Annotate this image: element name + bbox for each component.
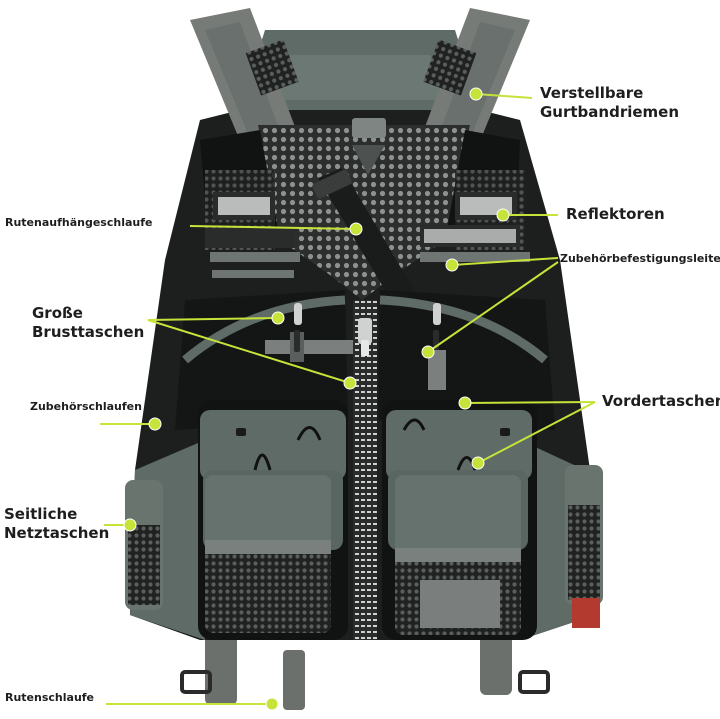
left-chest-panel xyxy=(175,290,348,430)
label-adjustable-straps: Verstellbare Gurtbandriemen xyxy=(540,84,680,121)
cross-strap xyxy=(318,168,420,312)
callout-lines xyxy=(100,93,596,705)
label-accessory-loops: Zubehörschlaufen xyxy=(30,400,142,413)
pocket-patch xyxy=(420,580,500,628)
callout-dots xyxy=(123,87,510,711)
accessory-ladders xyxy=(210,252,530,278)
label-accessory-ladders: Zubehörbefestigungsleitern xyxy=(560,252,720,265)
label-reflectors: Reflektoren xyxy=(566,205,665,223)
center-zipper xyxy=(353,300,377,640)
front-pockets xyxy=(198,400,537,640)
label-rod-hanging-loop: Rutenaufhängeschlaufe xyxy=(5,216,153,229)
label-rod-loop: Rutenschlaufe xyxy=(5,691,95,704)
right-chest-panel xyxy=(378,290,555,430)
label-front-pockets: Vordertaschen xyxy=(602,392,720,410)
label-chest-pockets: Große Brusttaschen xyxy=(32,304,145,341)
label-side-mesh-pockets: Seitliche Netztaschen xyxy=(4,505,110,542)
side-mesh-pockets xyxy=(125,465,603,628)
